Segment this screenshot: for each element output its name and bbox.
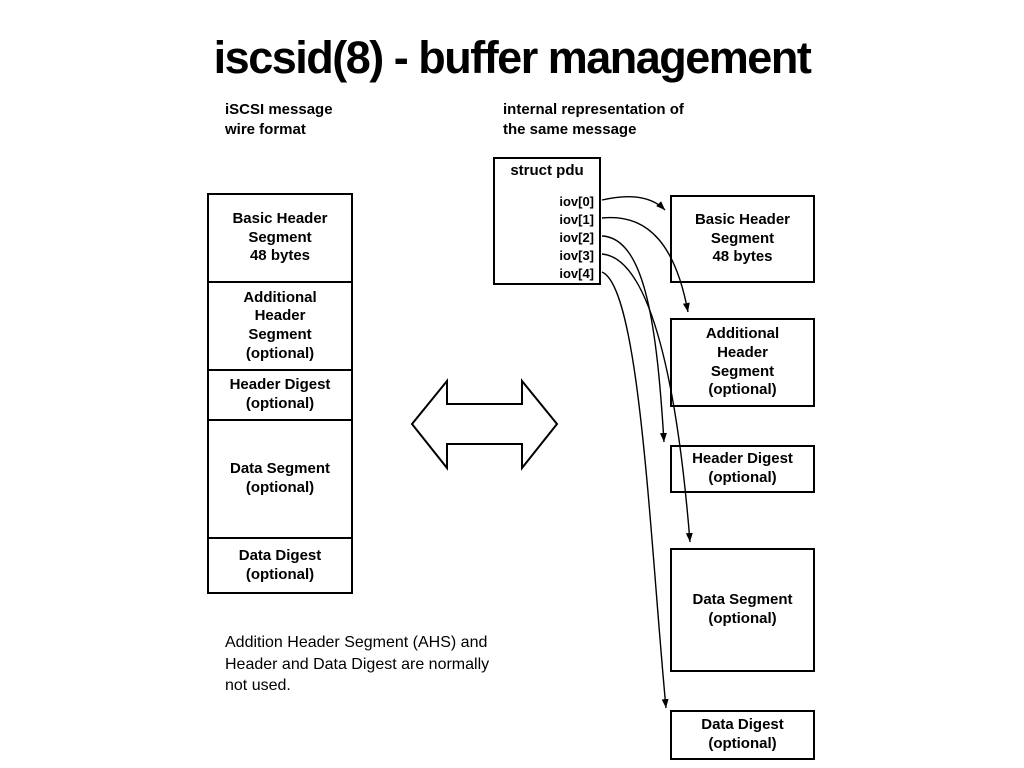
internal-representation-column-label: internal representation of the same mess… bbox=[503, 101, 684, 138]
internal-additional-header-segment-box: Additional Header Segment (optional) bbox=[670, 318, 815, 407]
wire-data-digest-box: Data Digest (optional) bbox=[207, 537, 353, 594]
wire-format-stack: Basic Header Segment 48 bytes Additional… bbox=[207, 193, 353, 594]
wire-additional-header-segment-box: Additional Header Segment (optional) bbox=[207, 281, 353, 371]
wire-data-segment-box: Data Segment (optional) bbox=[207, 419, 353, 539]
internal-data-digest-box: Data Digest (optional) bbox=[670, 710, 815, 760]
struct-pdu-box: struct pdu iov[0] iov[1] iov[2] iov[3] i… bbox=[493, 157, 601, 285]
wire-header-digest-box: Header Digest (optional) bbox=[207, 369, 353, 421]
struct-pdu-title: struct pdu bbox=[510, 162, 584, 179]
internal-data-segment-box: Data Segment (optional) bbox=[670, 548, 815, 672]
iov0-field: iov[0] bbox=[559, 194, 594, 209]
footnote: Addition Header Segment (AHS) and Header… bbox=[225, 634, 490, 695]
page-title: iscsid(8) - buffer management bbox=[213, 32, 812, 83]
iov3-field: iov[3] bbox=[559, 248, 594, 263]
arrow-iov0-to-basic-header bbox=[601, 195, 666, 211]
iov4-field: iov[4] bbox=[559, 266, 594, 281]
struct-pdu-fields: iov[0] iov[1] iov[2] iov[3] iov[4] bbox=[559, 193, 594, 283]
wire-format-column-label: iSCSI message wire format bbox=[225, 101, 333, 138]
iov1-field: iov[1] bbox=[559, 212, 594, 227]
arrow-iov2-to-header-digest bbox=[601, 235, 667, 443]
internal-header-digest-box: Header Digest (optional) bbox=[670, 445, 815, 493]
internal-basic-header-segment-box: Basic Header Segment 48 bytes bbox=[670, 195, 815, 283]
wire-basic-header-segment-box: Basic Header Segment 48 bytes bbox=[207, 193, 353, 283]
iov2-field: iov[2] bbox=[559, 230, 594, 245]
bidirectional-arrow-icon bbox=[410, 378, 559, 471]
arrow-iov4-to-data-digest bbox=[601, 271, 669, 709]
